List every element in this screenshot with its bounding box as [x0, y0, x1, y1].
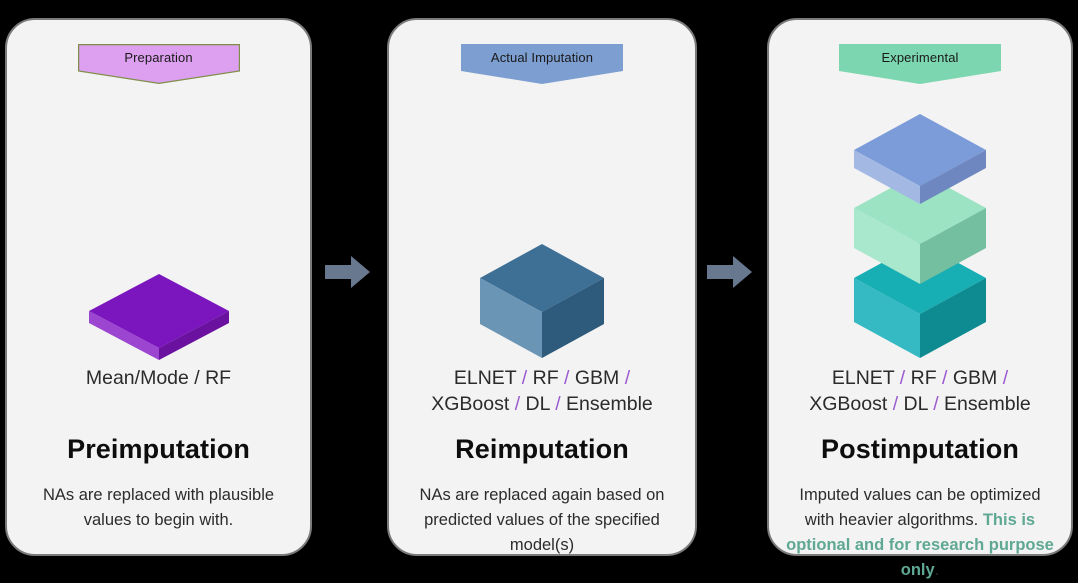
diagram-canvas: Preparation Mean/Mode / RF Preimputation… [5, 18, 1073, 579]
stage-banner-experimental: Experimental [839, 44, 1001, 84]
model-separator: / [555, 393, 561, 415]
arrow-right-icon [707, 256, 752, 288]
stage-models-text: Mean/Mode / RF [85, 367, 232, 389]
model-dl: DL [903, 393, 928, 415]
stage-title-reimputation: Reimputation [455, 434, 629, 464]
stage-card-postimputation[interactable]: Experimental [767, 18, 1073, 579]
stage-card-reimputation[interactable]: Actual Imputation ELNET / RF / GBM / [387, 18, 697, 556]
arrow-right-icon [325, 256, 370, 288]
model-ensemble: Ensemble [566, 393, 653, 415]
stack-block-top [854, 114, 986, 204]
model-separator: / [624, 367, 631, 389]
stack-block-middle [854, 172, 986, 284]
isometric-stack-icon [854, 114, 986, 358]
stage-card-preimputation[interactable]: Preparation Mean/Mode / RF Preimputation… [5, 18, 312, 556]
model-ensemble: Ensemble [944, 393, 1031, 415]
banner-chevron-shape [461, 44, 623, 84]
model-rf: RF [910, 367, 937, 389]
stage-description-postimputation: Imputed values can be optimized with hea… [783, 483, 1057, 583]
stage-models-line-2: XGBoost / DL / Ensemble [401, 391, 683, 417]
model-elnet: ELNET [831, 367, 895, 389]
model-gbm: GBM [574, 367, 620, 389]
model-separator: / [942, 367, 948, 389]
stage-models-list: ELNET / RF / GBM / XGBoost / DL / Ensemb… [781, 365, 1059, 417]
stage-banner-label: Experimental [881, 50, 959, 65]
isometric-cube-icon [480, 244, 604, 358]
stage-models-list: ELNET / RF / GBM / XGBoost / DL / Ensemb… [401, 365, 683, 417]
arrow-right-icon-1 [325, 255, 371, 289]
stage-description-reimputation: NAs are replaced again based on predicte… [419, 486, 665, 554]
model-rf: RF [532, 367, 559, 389]
stage-shape-steel-cube [389, 235, 695, 360]
stage-models-line-1: ELNET / RF / GBM / [401, 365, 683, 391]
model-separator: / [564, 367, 570, 389]
model-separator: / [899, 367, 906, 389]
stage-title-postimputation: Postimputation [821, 434, 1019, 464]
model-separator: / [892, 393, 899, 415]
model-separator: / [521, 367, 528, 389]
banner-chevron-shape [77, 44, 240, 84]
model-separator: / [1002, 367, 1009, 389]
stage-banner-label: Actual Imputation [490, 50, 594, 65]
stage-shape-purple-slab [7, 260, 310, 360]
stage-description-preimputation: NAs are replaced with plausible values t… [42, 486, 275, 529]
description-plain-lead: Imputed values can be optimized with hea… [799, 486, 1041, 529]
model-xgboost: XGBoost [431, 393, 510, 415]
model-dl: DL [525, 393, 550, 415]
arrow-right-icon-2 [707, 255, 753, 289]
model-elnet: ELNET [453, 367, 517, 389]
model-separator: / [933, 393, 939, 415]
stage-models-line-2: XGBoost / DL / Ensemble [781, 391, 1059, 417]
model-gbm: GBM [952, 367, 998, 389]
stage-models-line-1: ELNET / RF / GBM / [781, 365, 1059, 391]
isometric-slab-icon [88, 274, 229, 360]
stage-shape-stacked-blocks [769, 100, 1071, 360]
description-plain-tail: . [934, 561, 940, 579]
model-separator: / [514, 393, 521, 415]
stage-banner-actual-imputation: Actual Imputation [461, 44, 623, 84]
stage-banner-label: Preparation [124, 50, 193, 65]
stage-banner-preparation: Preparation [77, 44, 240, 84]
banner-chevron-shape [839, 44, 1001, 84]
stage-title-preimputation: Preimputation [67, 434, 250, 464]
stage-models-list: Mean/Mode / RF [19, 365, 298, 391]
model-xgboost: XGBoost [809, 393, 888, 415]
